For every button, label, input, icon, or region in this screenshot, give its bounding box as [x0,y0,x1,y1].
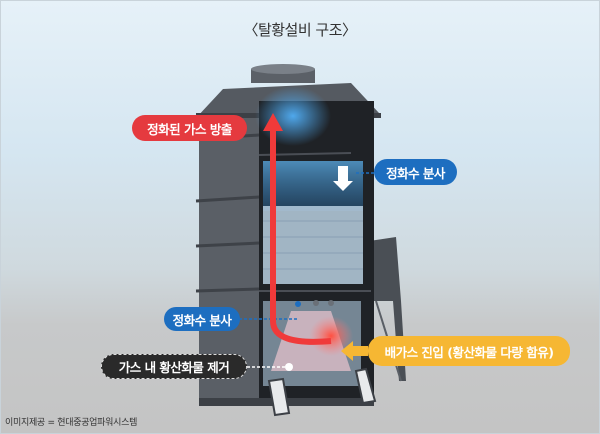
label-water-spray-lower: 정화수 분사 [164,307,240,331]
stack-top [251,64,315,83]
inlet-arrow-icon [341,341,368,361]
support-leg-right [354,367,377,405]
gas-flow-arrow [270,129,332,345]
label-purified-gas-release: 정화된 가스 방출 [132,115,247,141]
label-exhaust-inlet: 배가스 진입 (황산화물 다량 함유) [368,336,570,366]
support-leg-left [267,377,291,417]
label-sox-removal: 가스 내 황산화물 제거 [101,354,247,379]
label-water-spray-upper: 정화수 분사 [374,159,457,185]
diagram-title: 〈탈황설비 구조〉 [243,21,357,39]
removal-marker [285,363,293,371]
tower-left-face [199,118,259,398]
packing-media [263,206,363,284]
image-credit: 이미지제공 = 현대중공업파워시스템 [5,418,138,428]
spray-down-arrow [333,166,353,191]
discharge-cloud [255,86,331,146]
